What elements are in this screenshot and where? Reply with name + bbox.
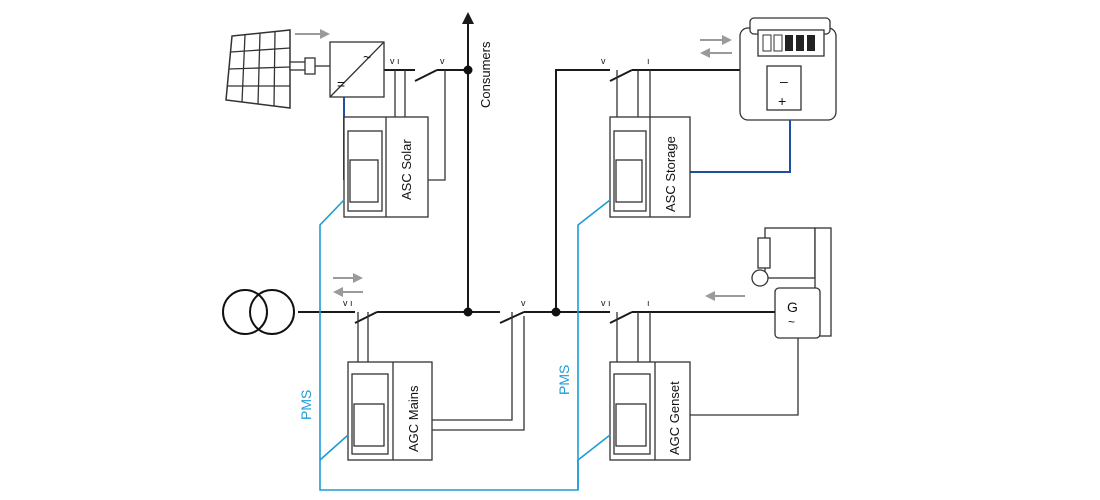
transformer-icon bbox=[222, 289, 295, 335]
svg-text:v: v bbox=[521, 298, 526, 308]
inverter-icon: ~ = bbox=[329, 41, 385, 98]
flow-arrow-icon bbox=[295, 29, 330, 39]
svg-text:v: v bbox=[601, 56, 606, 66]
storage-dc-link bbox=[690, 120, 791, 173]
consumers-label: Consumers bbox=[478, 41, 493, 108]
svg-text:v: v bbox=[440, 56, 445, 66]
solar-panel-icon bbox=[225, 29, 330, 109]
asc-storage-label: ASC Storage bbox=[663, 136, 678, 212]
breaker-mains bbox=[354, 311, 378, 324]
battery-icon: – + bbox=[739, 17, 837, 121]
generator-icon: G ~ bbox=[690, 227, 832, 416]
agc-mains-controller: AGC Mains bbox=[347, 312, 525, 461]
agc-genset-controller: AGC Genset bbox=[609, 312, 691, 461]
flow-arrow-icon bbox=[333, 273, 363, 297]
bus-node-solar bbox=[463, 65, 473, 75]
svg-text:v ı: v ı bbox=[601, 298, 611, 308]
breaker-solar bbox=[414, 69, 438, 82]
battery-minus-symbol: – bbox=[780, 73, 788, 89]
breaker-storage bbox=[609, 69, 633, 82]
flow-arrow-icon bbox=[705, 291, 745, 301]
bus-node-storage bbox=[551, 307, 561, 317]
agc-mains-label: AGC Mains bbox=[406, 385, 421, 452]
storage-bus bbox=[555, 69, 610, 312]
generator-symbol: G bbox=[787, 299, 798, 315]
asc-solar-label: ASC Solar bbox=[399, 139, 414, 200]
battery-plus-symbol: + bbox=[778, 93, 786, 109]
generator-tilde-symbol: ~ bbox=[788, 315, 795, 329]
svg-text:ı: ı bbox=[647, 298, 650, 308]
svg-text:v ı: v ı bbox=[343, 298, 353, 308]
pms-network: PMS PMS bbox=[298, 199, 611, 491]
breakers: v ı v v ı ı v ı v ı v bbox=[343, 56, 650, 324]
inverter-dc-symbol: = bbox=[337, 76, 345, 92]
asc-storage-controller: ASC Storage bbox=[609, 70, 691, 218]
flow-arrow-icon bbox=[700, 35, 732, 58]
breaker-genset bbox=[609, 311, 633, 324]
bus-node-center bbox=[463, 307, 473, 317]
agc-genset-label: AGC Genset bbox=[667, 381, 682, 455]
busbars bbox=[298, 12, 775, 317]
asc-solar-controller: ASC Solar bbox=[343, 70, 446, 218]
svg-text:v ı: v ı bbox=[390, 56, 400, 66]
pms-label-right: PMS bbox=[556, 365, 572, 395]
inverter-ac-symbol: ~ bbox=[363, 49, 371, 65]
pms-label-left: PMS bbox=[298, 390, 314, 420]
svg-text:ı: ı bbox=[647, 56, 650, 66]
